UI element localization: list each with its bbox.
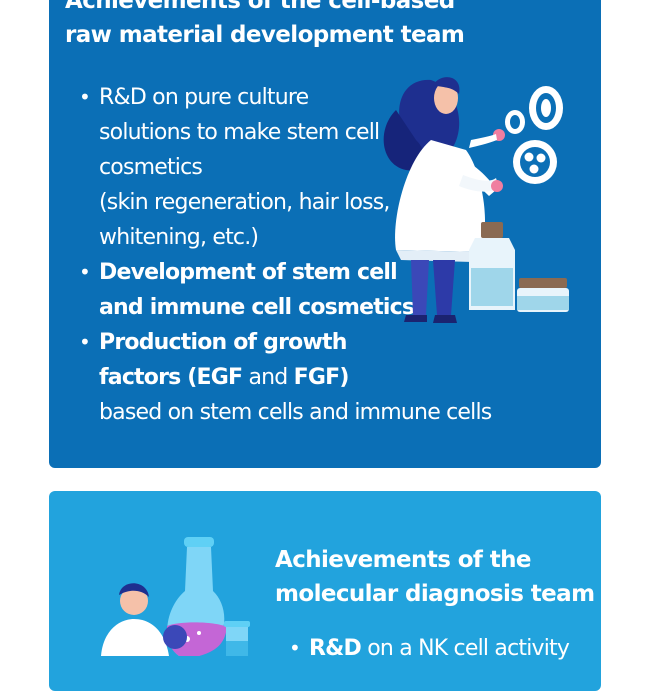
lab-flask-illustration — [101, 537, 250, 656]
bullet-text: R&D on pure culture — [99, 85, 309, 110]
bullet-text: (skin regeneration, hair loss, — [99, 190, 390, 215]
bullet-icon: • — [79, 260, 91, 284]
bullet-text-normal: and — [242, 365, 294, 390]
bullet-text-mixed: R&D on a NK cell activity — [309, 631, 601, 666]
bullet-icon: • — [79, 330, 91, 354]
bullet-text: solutions to make stem cell — [99, 120, 380, 145]
bullet-text: and immune cell cosmetics — [99, 295, 415, 320]
bullet-text-bold: R&D — [309, 636, 362, 661]
cell-team-panel: Achievements of the cell-based raw mater… — [49, 0, 601, 468]
scientist-illustration — [383, 77, 569, 323]
bullet-text-mixed: factors (EGF and FGF) — [99, 360, 549, 395]
diag-team-title-line2: molecular diagnosis team — [275, 581, 595, 607]
bullet-text-bold: factors (EGF — [99, 365, 243, 390]
diag-team-title-line1: Achievements of the — [275, 547, 532, 573]
cell-team-title: Achievements of the cell-based raw mater… — [65, 0, 465, 52]
diag-team-panel: Achievements of the molecular diagnosis … — [49, 491, 601, 691]
bullet-text: Development of stem cell — [99, 260, 398, 285]
list-item: • Development of stem cell and immune ce… — [79, 255, 549, 325]
bullet-text-normal: on a NK cell activity — [361, 636, 570, 661]
bullet-icon: • — [289, 636, 301, 660]
list-item: • R&D on a NK cell activity — [289, 631, 601, 666]
diag-team-bullet-list: • R&D on a NK cell activity — [289, 631, 601, 666]
list-item: • Production of growth factors (EGF and … — [79, 325, 549, 430]
bullet-text: cosmetics — [99, 155, 203, 180]
cell-team-title-line2: raw material development team — [65, 22, 465, 48]
list-item: • R&D on pure culture solutions to make … — [79, 80, 549, 255]
cell-team-title-line1: Achievements of the cell-based — [65, 0, 455, 14]
cell-team-bullet-list: • R&D on pure culture solutions to make … — [79, 80, 549, 430]
bullet-text: whitening, etc.) — [99, 225, 259, 250]
bullet-text: based on stem cells and immune cells — [99, 400, 492, 425]
bullet-icon: • — [79, 85, 91, 109]
bullet-text: Production of growth — [99, 330, 347, 355]
diag-team-title: Achievements of the molecular diagnosis … — [275, 543, 595, 611]
bullet-text-bold: FGF) — [293, 365, 350, 390]
